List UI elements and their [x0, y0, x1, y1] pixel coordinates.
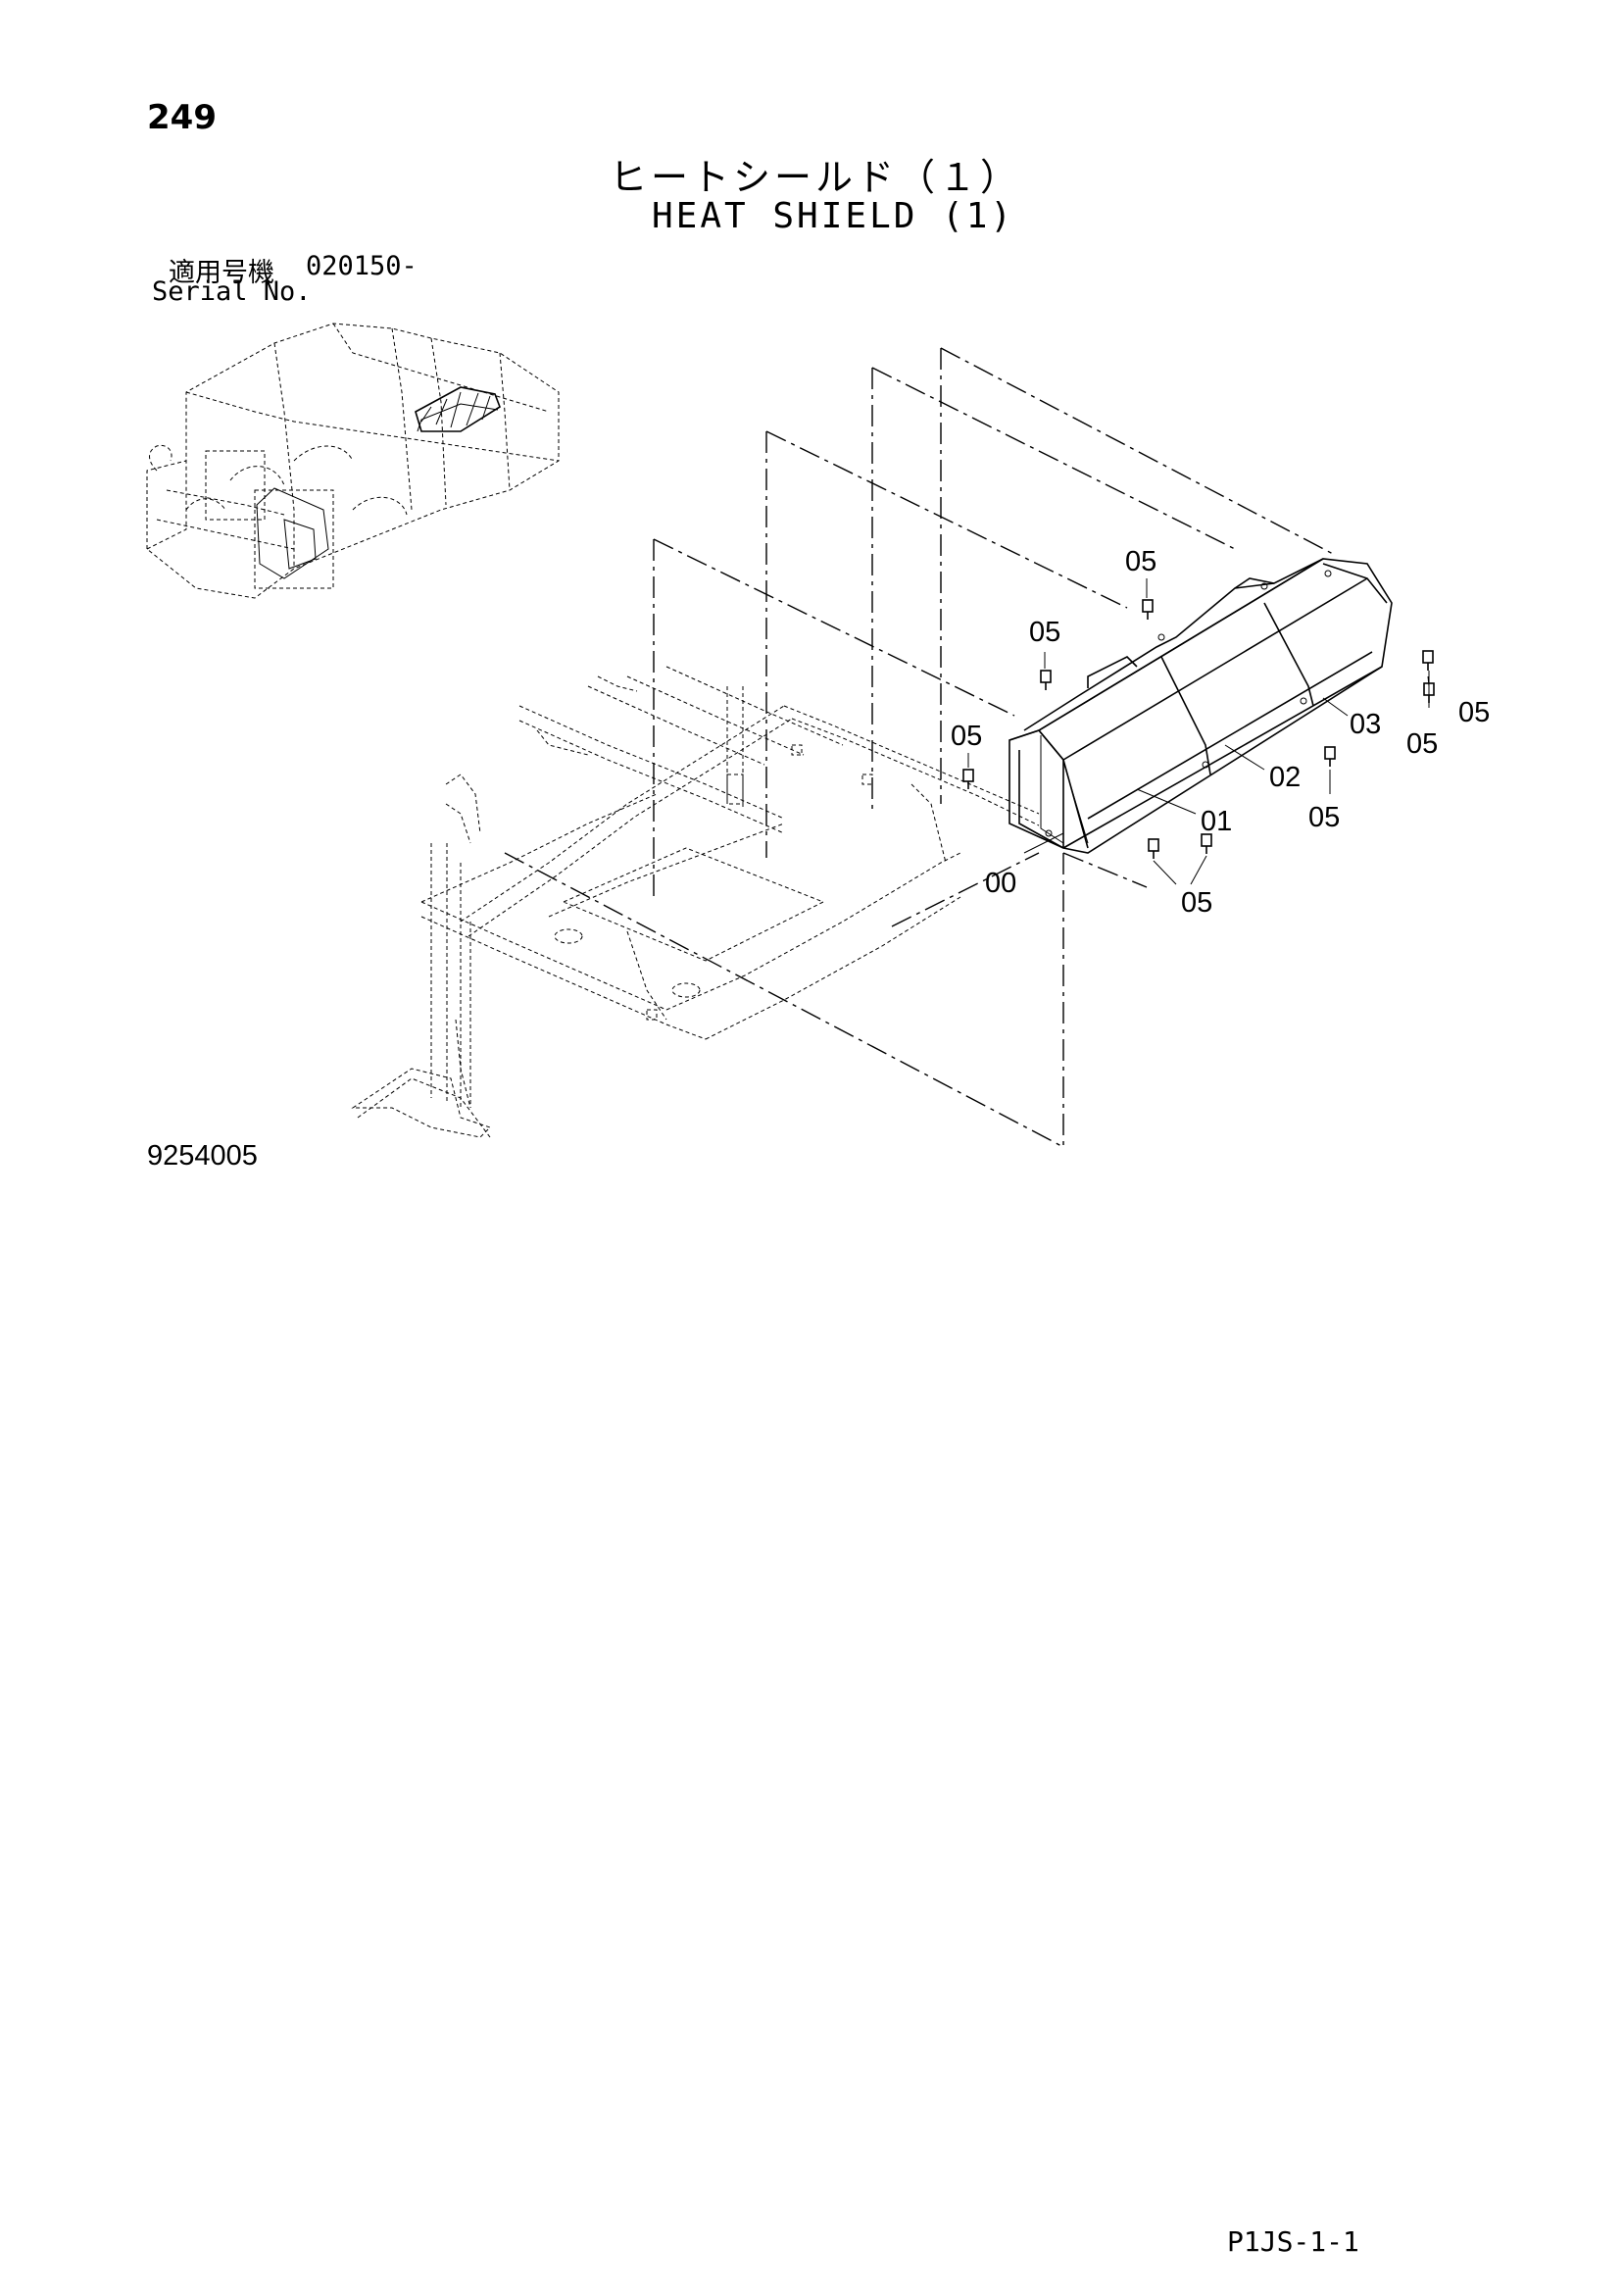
callout-01: 01 — [1201, 806, 1232, 837]
serial-number-value: 020150- — [306, 251, 418, 281]
heat-shield-assembly — [1008, 558, 1393, 854]
bolt-icon — [1142, 599, 1154, 620]
bolt-icon — [962, 769, 974, 789]
page-code: P1JS-1-1 — [1227, 2225, 1359, 2258]
serial-label-japanese: 適用号機 — [169, 258, 274, 288]
serial-label-english: Serial No. — [152, 276, 312, 307]
bolt-icon — [1040, 670, 1052, 690]
machine-overview-thumbnail — [146, 323, 560, 599]
callout-00: 00 — [985, 868, 1016, 899]
callout-05-mid: 05 — [1308, 802, 1340, 833]
bolt-icon — [1422, 650, 1434, 671]
callout-05-right-1: 05 — [1458, 697, 1490, 728]
callout-03: 03 — [1350, 709, 1381, 740]
callout-02: 02 — [1269, 762, 1301, 793]
bolt-icon — [1201, 833, 1212, 854]
bolt-icon — [1148, 838, 1159, 859]
callout-05-top: 05 — [1125, 546, 1156, 577]
exploded-view-guide-lines — [504, 347, 1334, 1148]
bolt-icon — [1324, 746, 1336, 767]
support-frame-structure — [351, 666, 1040, 1138]
page-title-japanese: ヒートシールド（１） — [610, 156, 1022, 199]
callout-05-left: 05 — [951, 721, 982, 752]
callout-05-bottom: 05 — [1181, 887, 1212, 919]
callout-05-upper: 05 — [1029, 617, 1060, 648]
callout-05-right-2: 05 — [1406, 728, 1438, 760]
page-title-english: HEAT SHIELD (1) — [652, 196, 1015, 236]
callout-leader-lines — [967, 578, 1430, 885]
page-number: 249 — [147, 98, 217, 137]
figure-number: 9254005 — [147, 1140, 258, 1172]
